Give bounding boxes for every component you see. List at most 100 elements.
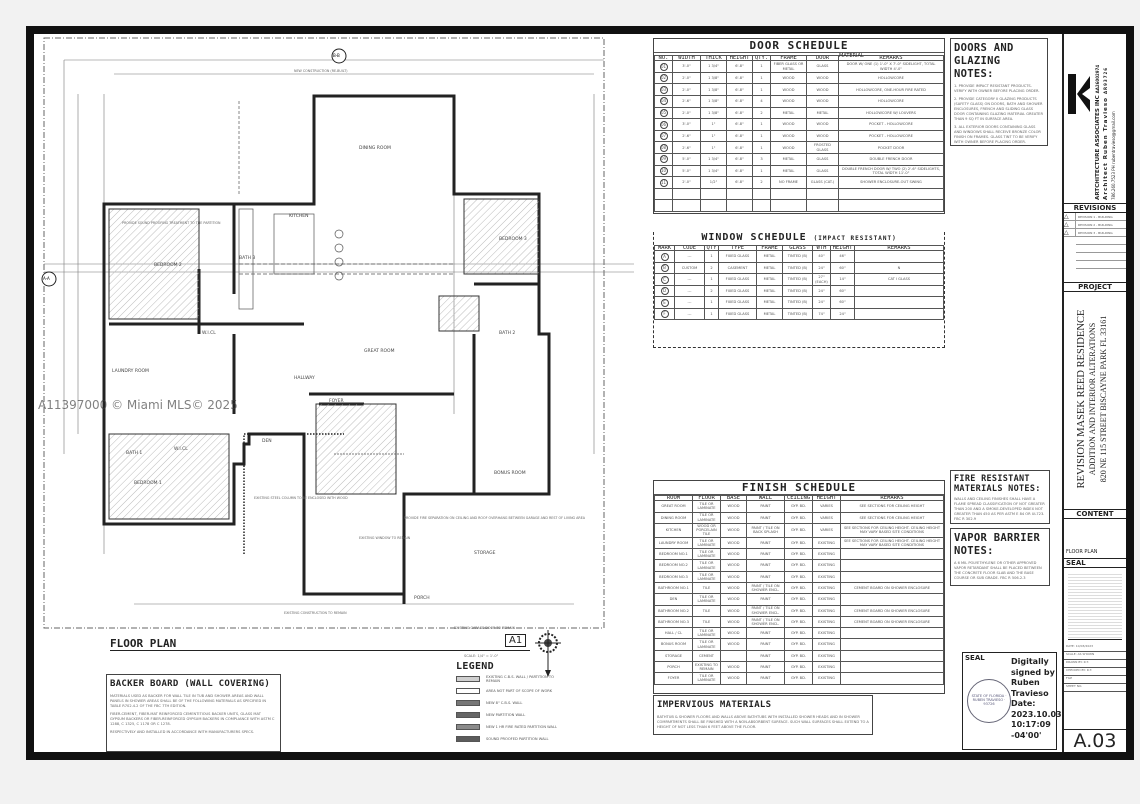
impervious-materials-notes: IMPERVIOUS MATERIALS BATHTUB & SHOWER FL… — [653, 695, 873, 735]
table-cell — [654, 187, 673, 201]
general-notes-block — [1068, 572, 1122, 640]
table-cell: 46" — [830, 250, 855, 263]
scale-label: SCALE: 1/4" = 1'-0" — [464, 654, 499, 658]
table-cell: C — [654, 273, 675, 286]
table-cell: D — [654, 284, 675, 298]
table-cell: EXISTING — [812, 649, 841, 663]
signature-line: Travieso — [1011, 688, 1049, 698]
table-cell — [672, 187, 701, 201]
table-cell — [854, 307, 944, 321]
table-cell: 11 — [654, 176, 673, 189]
table-cell: PAINT — [746, 511, 785, 524]
impervious-title: IMPERVIOUS MATERIALS — [657, 700, 772, 710]
drawing-sheet-frame: DINING ROOM KITCHEN BEDROOM 2 BEDROOM 3 … — [26, 26, 1134, 760]
mark-circle: C — [660, 275, 669, 284]
table-cell: GYP. BD. — [784, 559, 813, 572]
table-cell: PAINT — [746, 627, 785, 640]
note-item: 2. PROVIDE CATEGORY II GLAZING PRODUCTS … — [954, 97, 1043, 121]
firm-contact: 786.260.7523 PH rubentravieso@gmail.com — [1111, 111, 1116, 200]
table-cell: TILE OR LAMINATE — [692, 672, 721, 685]
table-cell — [720, 649, 747, 663]
table-cell: 6'-8" — [726, 71, 753, 85]
table-cell: 02 — [654, 71, 673, 85]
table-cell: 1 3/8" — [700, 106, 727, 120]
signature-line: Ruben — [1011, 678, 1040, 687]
table-cell: BATHROOM NO.3 — [654, 615, 693, 629]
plan-note: PROVIDE FIRE SEPARATION ON CEILING AND R… — [404, 516, 586, 520]
room-label: BATH 2 — [499, 330, 515, 336]
table-cell: HOLLOWCORE — [838, 95, 944, 108]
column-header: REMARKS — [838, 54, 944, 62]
table-cell: GYP. BD. — [784, 511, 813, 524]
table-cell: POCKET - HOLLOWCORE — [838, 118, 944, 131]
table-cell — [806, 187, 839, 201]
table-cell: GYP. BD. — [784, 604, 813, 617]
watermark: A11397000 © Miami MLS© 2025 — [38, 398, 238, 412]
note-item: 3. ALL EXTERIOR DOORS CONTAINING GLASS A… — [954, 125, 1041, 144]
table-cell: 2'-0" — [672, 71, 701, 85]
firm-logo-icon — [1068, 74, 1090, 114]
table-cell — [770, 199, 807, 212]
window-schedule-title: WINDOW SCHEDULE — [701, 232, 807, 243]
table-cell: 1" — [700, 118, 727, 131]
table-cell: GYP. BD. — [784, 581, 813, 595]
table-cell: PAINT / TILE ON SHOWER ENCL. — [746, 604, 785, 617]
table-cell: 2 — [752, 106, 771, 120]
backer-board-notes: BACKER BOARD (WALL COVERING) MATERIALS U… — [106, 674, 281, 752]
table-cell: BONUS ROOM — [654, 638, 693, 651]
table-cell: EXISTING — [812, 604, 841, 617]
table-cell: METAL — [756, 261, 783, 275]
table-cell: WOOD — [720, 615, 747, 629]
table-row — [654, 199, 944, 212]
table-cell: WOOD — [720, 511, 747, 524]
table-cell: 24" — [812, 296, 831, 309]
revision-row: △REVISION 3 - BUILDING — [1064, 229, 1126, 237]
legend-label: EXISTING C.B.S. WALL / PARTITION TO REMA… — [486, 675, 554, 683]
table-cell: GYP. BD. — [784, 500, 813, 513]
room-label: BEDROOM 3 — [499, 236, 527, 242]
legend-item: AREA NOT PART OF SCOPE OF WORK — [456, 685, 606, 697]
table-cell: 05 — [654, 106, 673, 120]
table-cell: SEE SECTIONS FOR CEILING HEIGHT — [840, 500, 944, 513]
table-cell: GREAT ROOM — [654, 500, 693, 513]
legend-label: NEW PARTITION WALL — [486, 713, 526, 717]
table-cell: 5'-0" — [672, 153, 701, 166]
room-label: W.I.CL — [202, 330, 216, 336]
table-cell: 1 — [704, 273, 719, 286]
room-label: W.I.CL — [174, 446, 188, 452]
table-cell: TINTED (B) — [782, 284, 813, 298]
table-cell: WOOD — [720, 638, 747, 651]
vapor-notes-text: A 6 MIL POLYETHYLENE OR OTHER APPROVED V… — [954, 561, 1042, 580]
legend-label: SOUND PROOFED PARTITION WALL — [486, 737, 549, 741]
table-cell: 6'-8" — [726, 129, 753, 143]
table-cell: GLASS — [806, 60, 839, 73]
room-labels: DINING ROOM KITCHEN BEDROOM 2 BEDROOM 3 … — [112, 145, 527, 601]
table-cell — [726, 187, 753, 201]
table-cell: WOOD — [806, 83, 839, 97]
table-cell: 01 — [654, 60, 673, 73]
table-cell: BATHROOM NO.2 — [654, 604, 693, 617]
table-cell: 1 — [752, 83, 771, 97]
table-cell: PAINT / TILE ON SHOWER ENCL. — [746, 581, 785, 595]
revision-row: △REVISION 1 - BUILDING — [1064, 213, 1126, 221]
table-cell: TILE — [692, 604, 721, 617]
room-label: BEDROOM 2 — [154, 262, 182, 268]
plan-note: EXISTING GARAGE DOOR TO REMAIN — [454, 626, 515, 630]
table-cell — [840, 548, 944, 561]
table-cell: 2 — [704, 284, 719, 298]
column-header: HEIGHT — [830, 244, 855, 252]
legend-item: NEW 8" C.B.S. WALL — [456, 697, 606, 709]
column-header: HEIGHT — [726, 54, 753, 62]
room-label: BATH 3 — [239, 255, 255, 261]
table-cell: GYP. BD. — [784, 649, 813, 663]
table-cell: EXISTING — [812, 548, 841, 561]
table-cell: 27" (EACH) — [812, 273, 831, 286]
